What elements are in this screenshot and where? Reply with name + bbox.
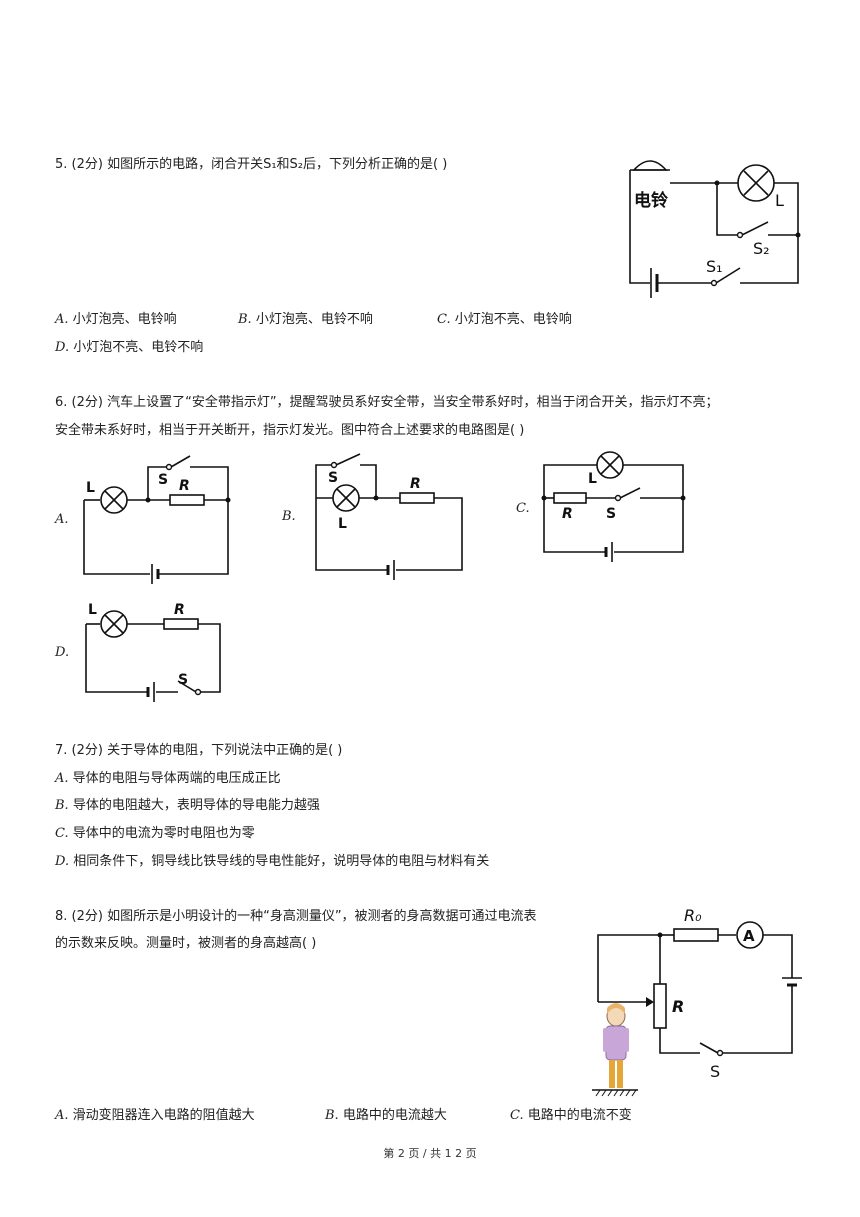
q8-circuit-figure: R₀ A S R [592,906,802,1097]
s1-label: S₁ [706,257,723,276]
q8-stem-line2: 的示数来反映。测量时，被测者的身高越高( ) [55,936,317,951]
q5-option-b[interactable]: B. 小灯泡亮、电铃不响 [238,312,373,327]
q8-option-b[interactable]: B. 电路中的电流越大 [325,1108,447,1123]
q6-stem-line2: 安全带未系好时，相当于开关断开，指示灯发光。图中符合上述要求的电路图是( ) [55,423,525,438]
svg-text:R: R [672,997,684,1016]
q7-option-a[interactable]: A. 导体的电阻与导体两端的电压成正比 [55,771,281,786]
q5-option-c[interactable]: C. 小灯泡不亮、电铃响 [437,312,572,327]
svg-text:S: S [178,672,188,688]
q7-option-b[interactable]: B. 导体的电阻越大，表明导体的导电能力越强 [55,798,320,813]
q6-stem-line1: 6. (2分) 汽车上设置了“安全带指示灯”，提醒驾驶员系好安全带，当安全带系好… [55,395,719,410]
svg-text:R: R [174,602,185,618]
svg-text:S: S [710,1062,720,1081]
svg-text:A: A [743,927,755,945]
svg-text:L: L [86,480,95,496]
q6-option-b-circuit[interactable]: S L R [310,450,470,580]
rheostat [653,983,667,1029]
svg-text:S: S [158,472,168,488]
lamp-label: L [775,191,784,210]
q7-option-c[interactable]: C. 导体中的电流为零时电阻也为零 [55,826,255,841]
s2-label: S₂ [753,239,770,258]
svg-text:R: R [179,478,190,494]
q6-option-b[interactable]: B. [282,509,296,524]
svg-text:S: S [606,506,616,522]
q7-option-d[interactable]: D. 相同条件下，铜导线比铁导线的导电性能好，说明导体的电阻与材料有关 [55,854,490,869]
page-footer: 第 2 页 / 共 1 2 页 [383,1147,477,1160]
bell-label: 电铃 [634,190,668,211]
svg-text:R₀: R₀ [684,906,702,925]
q8-option-c[interactable]: C. 电路中的电流不变 [510,1108,632,1123]
q6-option-d[interactable]: D. [55,645,70,660]
svg-text:R: R [410,476,421,492]
svg-text:L: L [588,471,597,487]
q6-option-c-circuit[interactable]: L R S [540,450,700,570]
q6-option-a[interactable]: A. [55,512,69,527]
q6-option-d-circuit[interactable]: L R S [82,598,232,708]
q6-option-c[interactable]: C. [516,501,530,516]
q6-option-a-circuit[interactable]: S L R [80,452,240,584]
svg-text:L: L [88,602,97,618]
q5-option-d[interactable]: D. 小灯泡不亮、电铃不响 [55,340,204,355]
svg-text:L: L [338,516,347,532]
svg-text:R: R [562,506,573,522]
q8-stem-line1: 8. (2分) 如图所示是小明设计的一种“身高测量仪”，被测者的身高数据可通过电… [55,909,537,924]
person-icon [603,1003,629,1088]
svg-text:S: S [328,470,338,486]
q5-circuit-figure: 电铃 S₁ L S₂ [629,160,801,298]
q5-stem: 5. (2分) 如图所示的电路，闭合开关S₁和S₂后，下列分析正确的是( ) [55,157,448,172]
r0-resistor [673,928,719,942]
q7-stem: 7. (2分) 关于导体的电阻，下列说法中正确的是( ) [55,743,343,758]
q8-option-a[interactable]: A. 滑动变阻器连入电路的阻值越大 [55,1108,255,1123]
q5-option-a[interactable]: A. 小灯泡亮、电铃响 [55,312,177,327]
